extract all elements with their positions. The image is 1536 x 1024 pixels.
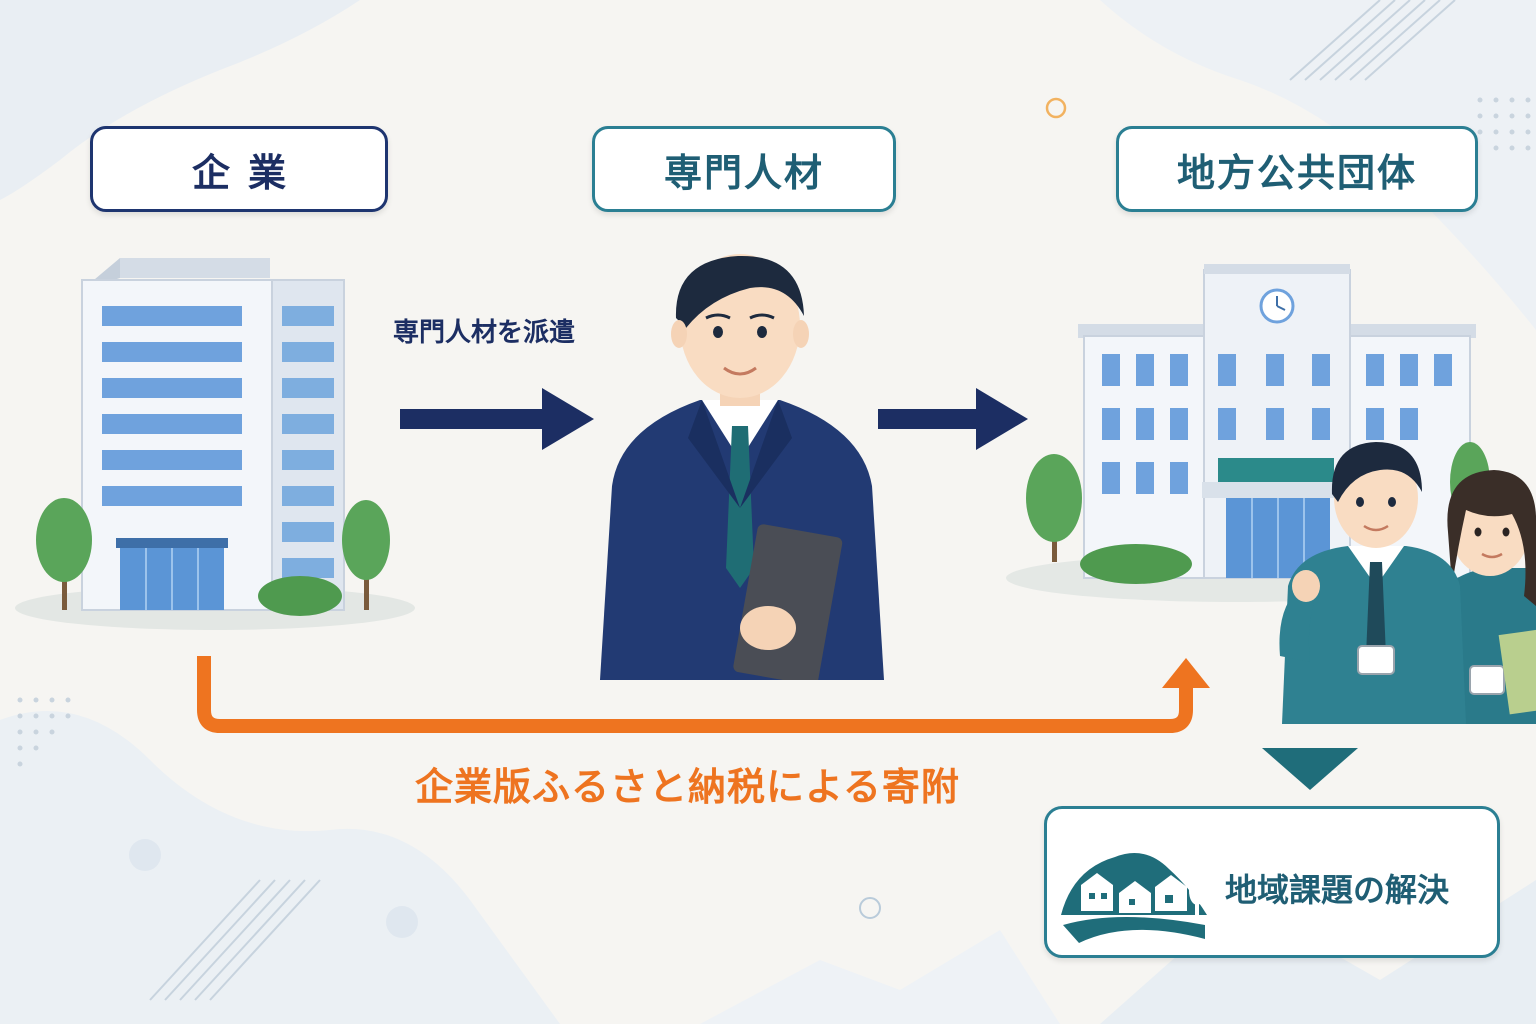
donation-label: 企業版ふるさと納税による寄附 (415, 765, 960, 809)
government-label: 地方公共団体 (1176, 150, 1417, 195)
dispatch-label: 専門人材を派遣 (393, 318, 576, 348)
down-triangle-icon (1262, 748, 1358, 790)
dispatch-arrow-left (400, 388, 594, 450)
result-box: 地域課題の解決 (1044, 806, 1500, 958)
donation-arrow (197, 656, 1210, 733)
expert-label: 専門人材 (663, 150, 824, 195)
government-staff-icon (1279, 442, 1536, 724)
businessman-icon (600, 254, 884, 680)
office-building-icon (15, 258, 415, 630)
government-label-box: 地方公共団体 (1116, 126, 1478, 212)
company-label-box: 企業 (90, 126, 388, 212)
expert-label-box: 専門人材 (592, 126, 896, 212)
company-label: 企業 (191, 150, 304, 195)
city-hall-icon (1006, 264, 1490, 602)
town-hills-icon (1061, 853, 1207, 943)
dispatch-arrow-right (878, 388, 1028, 450)
result-label: 地域課題の解決 (1225, 871, 1450, 909)
